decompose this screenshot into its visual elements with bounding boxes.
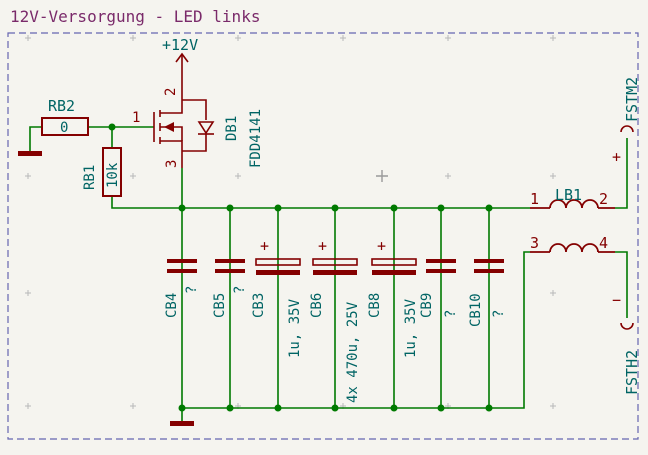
cb6-value: 4x 470u, 25V xyxy=(345,301,361,403)
gnd-symbol-left xyxy=(18,151,42,156)
junctions xyxy=(108,123,493,412)
capacitor-cb10 xyxy=(474,259,504,273)
capacitor-cb3 xyxy=(255,258,301,275)
capacitor-cb8 xyxy=(371,258,417,275)
db1-ref: DB1 xyxy=(224,116,240,141)
fsth2-ref: FSTH2 xyxy=(623,350,641,395)
cb5-value: ? xyxy=(232,286,248,294)
cb6-plus: + xyxy=(318,237,327,255)
sheet-title: 12V-Versorgung - LED links xyxy=(10,7,260,26)
fsth2-sign: − xyxy=(612,291,621,309)
fstm2-connector-hook xyxy=(620,125,634,133)
mosfet-pin-source: 3 xyxy=(164,160,180,168)
capacitor-cb5 xyxy=(215,259,245,273)
sheet-frame xyxy=(7,32,639,440)
cb8-plus: + xyxy=(377,237,386,255)
capacitor-cb6 xyxy=(312,258,358,275)
rb2-value: 0 xyxy=(60,120,68,136)
mosfet-pin-drain: 2 xyxy=(163,88,179,96)
fstm2-ref: FSTM2 xyxy=(623,77,641,122)
body-diode-triangle xyxy=(197,121,215,135)
cb5-ref: CB5 xyxy=(212,293,228,318)
rb1-ref: RB1 xyxy=(82,165,98,190)
gnd-symbol-bottom xyxy=(170,421,194,426)
lb1-pin2: 2 xyxy=(599,190,608,208)
power-12v-label: +12V xyxy=(162,36,198,54)
power-12v-symbol xyxy=(175,52,189,80)
mosfet-body-arrow xyxy=(164,122,174,132)
rb2-ref: RB2 xyxy=(48,97,75,115)
cb6-ref: CB6 xyxy=(309,293,325,318)
mosfet-pin-gate: 1 xyxy=(132,110,140,126)
inductor-lb1-winding-1 xyxy=(530,199,615,209)
cb8-value: 1u, 35V xyxy=(403,298,419,358)
fstm2-sign: + xyxy=(612,148,621,166)
lb1-pin4: 4 xyxy=(599,234,608,252)
lb1-ref: LB1 xyxy=(555,186,582,204)
cb10-value: ? xyxy=(491,310,507,318)
db1-value: FDD4141 xyxy=(248,109,264,168)
rb1-value: 10k xyxy=(105,162,121,188)
cb10-ref: CB10 xyxy=(468,293,484,327)
inductor-lb1-winding-2 xyxy=(530,243,615,253)
cb9-value: ? xyxy=(443,310,459,318)
fsth2-connector-hook xyxy=(620,322,634,330)
cb9-ref: CB9 xyxy=(419,293,435,318)
cb3-value: 1u, 35V xyxy=(287,298,303,358)
resistor-rb2 xyxy=(41,117,89,136)
resistor-rb1 xyxy=(102,147,122,197)
center-cross xyxy=(376,170,388,182)
mosfet-db1 xyxy=(153,80,214,168)
cb4-ref: CB4 xyxy=(164,293,180,318)
cb3-plus: + xyxy=(260,237,269,255)
grid-markers xyxy=(25,35,556,409)
lb1-pin1: 1 xyxy=(530,190,539,208)
lb1-pin3: 3 xyxy=(530,234,539,252)
capacitor-cb9 xyxy=(426,259,456,273)
cb4-value: ? xyxy=(184,286,200,294)
cb8-ref: CB8 xyxy=(367,293,383,318)
capacitor-cb4 xyxy=(167,259,197,273)
cb3-ref: CB3 xyxy=(251,293,267,318)
